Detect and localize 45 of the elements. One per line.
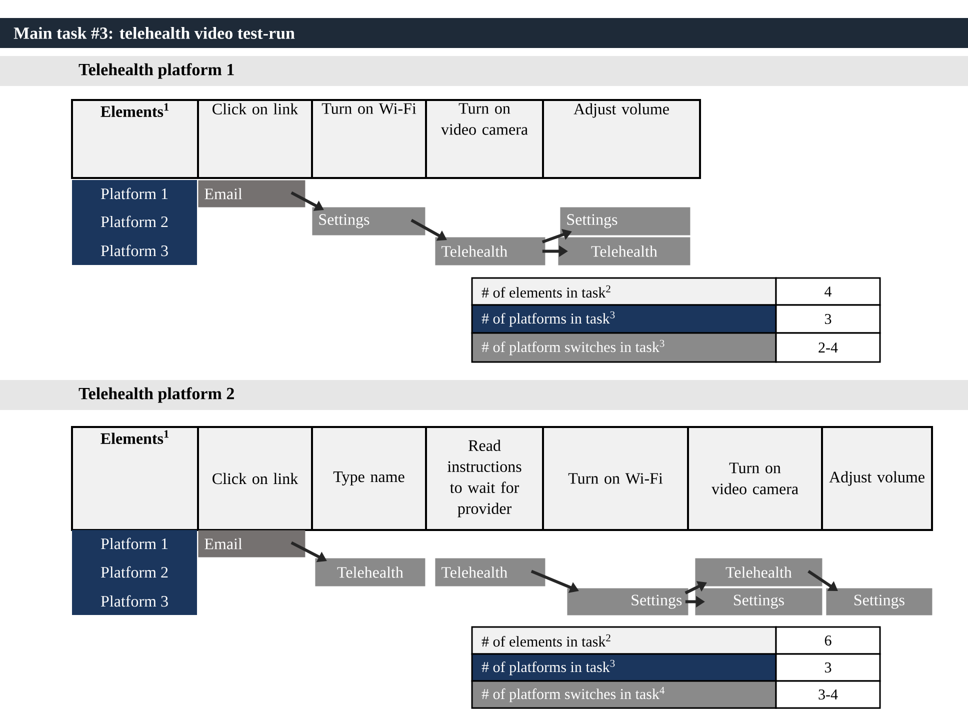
header-cell: Read instructions to wait for provider: [425, 426, 544, 531]
value-cell: 6: [775, 626, 881, 655]
header-cell: Elements$^{1}$: [71, 99, 199, 179]
section-heading: Telehealth platform 1: [0, 56, 968, 86]
step-box: Settings: [695, 588, 822, 616]
step-box: Email: [198, 530, 306, 558]
row-label: Platform 2: [72, 557, 197, 587]
header-cell: Turn on video camera: [687, 426, 824, 531]
value-cell: 3: [775, 304, 881, 334]
table-cell: # of elements in task$^{2}$: [471, 626, 777, 655]
step-box: Telehealth: [695, 558, 822, 586]
header-cell: Type name: [311, 426, 427, 531]
title-bar: Main task #3: telehealth video test-run: [0, 18, 968, 48]
table-cell: # of elements in task$^{2}$: [471, 277, 777, 306]
header-cell: Turn on Wi-Fi: [311, 99, 427, 179]
step-box: Settings: [312, 207, 426, 236]
step-box: Settings: [560, 207, 690, 236]
table-cell: # of platform switches in task$^{3}$: [471, 332, 777, 363]
header-cell: Turn on video camera: [425, 99, 544, 179]
row-label: Platform 1: [72, 180, 197, 207]
step-box: Telehealth: [435, 558, 546, 586]
value-cell: 3-4: [775, 680, 881, 709]
table-cell: # of platforms in task$^{3}$: [471, 304, 777, 334]
step-box: Telehealth: [315, 558, 426, 586]
value-cell: 3: [775, 653, 881, 682]
header-cell: Turn on Wi-Fi: [542, 426, 689, 531]
header-cell: Adjust volume: [542, 99, 701, 179]
header-cell: Adjust volume: [821, 426, 934, 531]
step-box: Telehealth: [435, 237, 546, 266]
header-cell: Click on link: [197, 426, 313, 531]
step-box: Telehealth: [558, 237, 690, 266]
step-box: Settings: [567, 588, 688, 616]
row-label: Platform 3: [72, 236, 197, 265]
step-box: Settings: [826, 588, 932, 616]
row-label: Platform 3: [72, 587, 197, 615]
row-label: Platform 2: [72, 207, 197, 236]
value-cell: 2-4: [775, 332, 881, 363]
header-cell: Elements$^{1}$: [71, 426, 199, 531]
section-heading: Telehealth platform 2: [0, 380, 968, 410]
header-cell: Click on link: [197, 99, 313, 179]
value-cell: 4: [775, 277, 881, 306]
table-cell: # of platform switches in task$^{4}$: [471, 680, 777, 709]
table-cell: # of platforms in task$^{3}$: [471, 653, 777, 682]
row-label: Platform 1: [72, 530, 197, 557]
step-box: Email: [198, 180, 306, 208]
